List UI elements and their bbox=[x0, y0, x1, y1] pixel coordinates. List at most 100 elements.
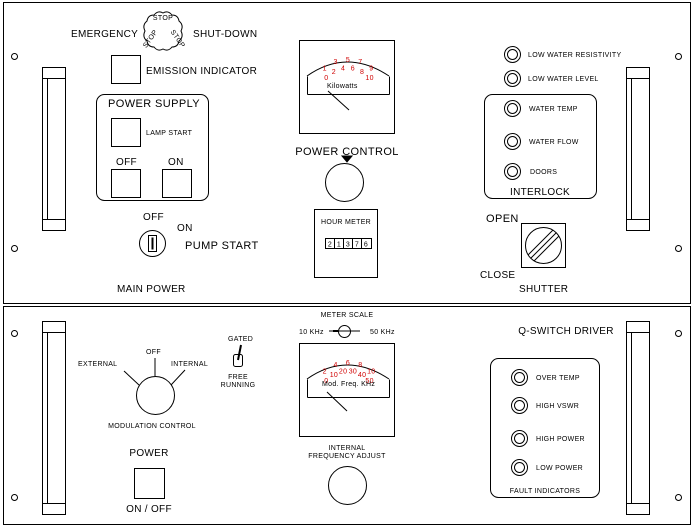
water-temp-label: WATER TEMP bbox=[529, 106, 578, 113]
upper-panel-frame bbox=[3, 2, 691, 304]
power-supply-title: POWER SUPPLY bbox=[108, 98, 200, 110]
hour-meter-digit: 7 bbox=[355, 242, 359, 249]
scale-label-major: 2 bbox=[332, 69, 336, 76]
water-flow-lamp bbox=[504, 133, 521, 150]
handle-upper-right[interactable] bbox=[626, 67, 650, 231]
gated-label: GATED bbox=[228, 336, 253, 343]
low-water-level-lamp bbox=[504, 70, 521, 87]
interlock-title: INTERLOCK bbox=[510, 187, 570, 198]
scale-label-major: 40 bbox=[358, 372, 366, 379]
scale-label-minor: 1 bbox=[323, 66, 327, 73]
scale-label-major: 20 bbox=[339, 368, 347, 375]
pump-start-label: PUMP START bbox=[185, 240, 259, 252]
key-off-label: OFF bbox=[143, 212, 164, 223]
power-title: POWER bbox=[129, 448, 168, 459]
screw bbox=[675, 245, 682, 252]
stop-knob-text-top: STOP bbox=[153, 15, 173, 22]
hour-meter-digit: 3 bbox=[346, 242, 350, 249]
running-label: RUNNING bbox=[221, 382, 256, 389]
power-meter-needle bbox=[327, 90, 350, 111]
scale-label-major: 10 bbox=[365, 75, 373, 82]
frequency-meter-scale-arc bbox=[306, 364, 390, 380]
mod-pointer-external bbox=[123, 370, 140, 386]
scale-label-major: 8 bbox=[360, 69, 364, 76]
shutter-title: SHUTTER bbox=[519, 284, 568, 295]
scale-label-major: 10 bbox=[330, 372, 338, 379]
modulation-control-label: MODULATION CONTROL bbox=[108, 423, 196, 430]
over-temp-label: OVER TEMP bbox=[536, 375, 580, 382]
emission-indicator-label: EMISSION INDICATOR bbox=[146, 66, 257, 77]
freq-adjust-line2: FREQUENCY ADJUST bbox=[308, 453, 386, 460]
gated-free-toggle[interactable] bbox=[233, 344, 243, 367]
low-water-resistivity-lamp bbox=[504, 46, 521, 63]
shutter-open-label: OPEN bbox=[486, 213, 519, 225]
lamp-start-button[interactable] bbox=[111, 118, 141, 147]
power-meter-scale-arc bbox=[306, 61, 390, 77]
scale-label-minor: 5 bbox=[346, 57, 350, 64]
handle-lower-left[interactable] bbox=[42, 321, 66, 515]
meter-scale-switch[interactable] bbox=[329, 325, 360, 338]
freq-adjust-line1: INTERNAL bbox=[328, 445, 365, 452]
power-meter bbox=[299, 40, 395, 134]
shutter-switch[interactable] bbox=[521, 223, 566, 268]
power-onoff-button[interactable] bbox=[134, 468, 165, 499]
high-power-label: HIGH POWER bbox=[536, 436, 585, 443]
frequency-meter bbox=[299, 343, 395, 437]
meter-scale-title: METER SCALE bbox=[321, 312, 374, 319]
doors-lamp bbox=[504, 163, 521, 180]
scale-label-major: 30 bbox=[349, 368, 357, 375]
shutdown-label: SHUT-DOWN bbox=[193, 29, 257, 40]
shutter-close-label: CLOSE bbox=[480, 270, 515, 281]
water-flow-label: WATER FLOW bbox=[529, 139, 579, 146]
emergency-stop-knob[interactable] bbox=[143, 11, 183, 51]
qswitch-driver-title: Q-SWITCH DRIVER bbox=[518, 326, 614, 337]
high-vswr-lamp bbox=[511, 397, 528, 414]
scale-label-minor: 6 bbox=[346, 360, 350, 367]
power-control-knob[interactable] bbox=[325, 163, 364, 202]
scale-label-major: 4 bbox=[341, 65, 345, 72]
screw bbox=[11, 330, 18, 337]
hour-meter-digit: 6 bbox=[364, 242, 368, 249]
meter-scale-low-label: 10 KHz bbox=[299, 329, 324, 336]
low-water-level-label: LOW WATER LEVEL bbox=[528, 76, 599, 83]
scale-label-major: 6 bbox=[351, 65, 355, 72]
scale-label-minor: 9 bbox=[369, 66, 373, 73]
power-supply-on-label: ON bbox=[168, 157, 184, 168]
fault-indicators-title: FAULT INDICATORS bbox=[510, 488, 580, 495]
hour-meter bbox=[314, 209, 378, 278]
power-supply-group bbox=[96, 94, 209, 201]
hour-meter-digit: 2 bbox=[328, 242, 332, 249]
power-onoff-label: ON / OFF bbox=[126, 504, 172, 515]
screw bbox=[11, 245, 18, 252]
hour-meter-digit: 1 bbox=[337, 242, 341, 249]
frequency-meter-unit-label: Mod. Freq. KHz bbox=[322, 381, 375, 388]
stop-knob-text-right: STOP bbox=[169, 29, 186, 50]
low-power-lamp bbox=[511, 459, 528, 476]
scale-label-minor: 4 bbox=[333, 362, 337, 369]
power-meter-unit-label: Kilowatts bbox=[327, 83, 358, 90]
frequency-adjust-knob[interactable] bbox=[328, 466, 367, 505]
emergency-label: EMERGENCY bbox=[71, 29, 138, 40]
mod-internal-label: INTERNAL bbox=[171, 361, 208, 368]
handle-lower-right[interactable] bbox=[626, 321, 650, 515]
main-power-key-switch[interactable] bbox=[139, 230, 166, 257]
hour-meter-counter bbox=[325, 238, 372, 249]
key-on-label: ON bbox=[177, 223, 193, 234]
hour-meter-title: HOUR METER bbox=[321, 219, 371, 226]
high-power-lamp bbox=[511, 430, 528, 447]
mod-off-label: OFF bbox=[146, 349, 161, 356]
handle-upper-left[interactable] bbox=[42, 67, 66, 231]
lamp-start-label: LAMP START bbox=[146, 130, 193, 137]
power-supply-on-button[interactable] bbox=[162, 169, 192, 198]
screw bbox=[675, 53, 682, 60]
frequency-meter-needle bbox=[326, 391, 348, 412]
modulation-control-knob[interactable] bbox=[136, 376, 175, 415]
power-control-label: POWER CONTROL bbox=[295, 146, 399, 158]
scale-label-minor: 7 bbox=[358, 59, 362, 66]
power-supply-off-button[interactable] bbox=[111, 169, 141, 198]
